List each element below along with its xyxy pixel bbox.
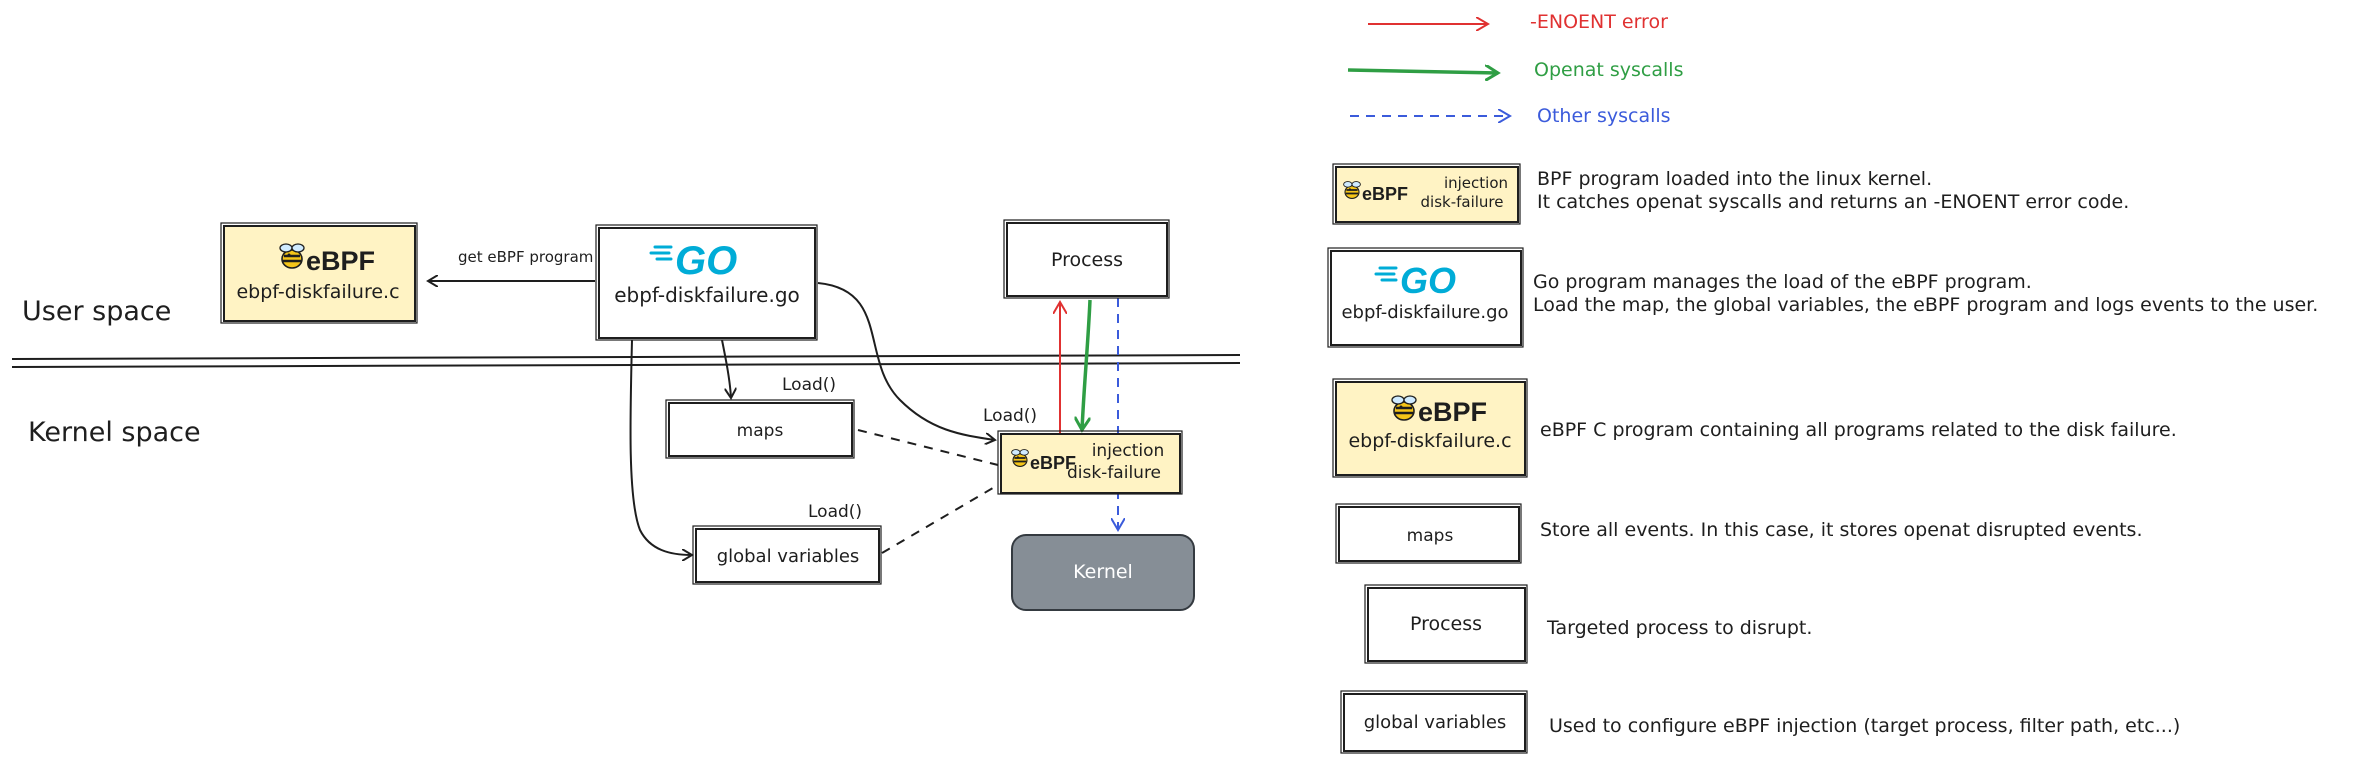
legend-arrow-openat — [1347, 70, 1498, 73]
legend-injection-line1: injection — [1444, 174, 1508, 192]
kernel-label: Kernel — [1073, 561, 1133, 583]
bee-icon — [1390, 394, 1418, 422]
edge-load-injection — [817, 282, 995, 440]
legend-maps-label: maps — [1407, 526, 1454, 546]
legend-process-label: Process — [1410, 613, 1482, 635]
legend-item-go: GO ebpf-diskfailure.go — [1327, 247, 1524, 348]
edge-load-maps — [721, 339, 731, 398]
node-process: Process — [1003, 219, 1170, 299]
maps-label: maps — [737, 421, 784, 441]
edge-label-load-maps: Load() — [782, 375, 836, 395]
ebpf-source-label: ebpf-diskfailure.c — [236, 281, 399, 303]
edge-load-globals — [629, 339, 692, 555]
legend-ebpf-logo: eBPF — [1418, 397, 1487, 427]
zone-separator-bottom — [11, 362, 1241, 368]
ebpf-logo: eBPF — [306, 246, 375, 276]
legend-item-process: Process — [1364, 584, 1528, 664]
user-space-label: User space — [22, 296, 171, 327]
go-program-label: ebpf-diskfailure.go — [614, 283, 800, 307]
legend-desc-go-1: Go program manages the load of the eBPF … — [1533, 271, 2032, 293]
legend-desc-ebpf-c: eBPF C program containing all programs r… — [1540, 419, 2177, 441]
legend-ebpf-label: ebpf-diskfailure.c — [1348, 430, 1511, 452]
edge-label-get-program: get eBPF program — [458, 248, 593, 266]
process-label: Process — [1051, 249, 1123, 271]
legend-label-other: Other syscalls — [1537, 105, 1671, 127]
global-variables-label: global variables — [717, 546, 860, 567]
edge-openat — [1082, 299, 1092, 430]
zone-separator-top — [11, 354, 1241, 360]
kernel-space-label: Kernel space — [28, 417, 201, 448]
legend-desc-global-variables: Used to configure eBPF injection (target… — [1549, 715, 2180, 737]
injection-label-line1: injection — [1092, 441, 1165, 461]
edge-globals-injection — [881, 484, 999, 554]
injection-label-line2: disk-failure — [1067, 463, 1161, 483]
legend-injection-line2: disk-failure — [1421, 193, 1504, 211]
legend-injection-logo: eBPF — [1362, 184, 1408, 204]
legend-desc-injection-2: It catches openat syscalls and returns a… — [1537, 191, 2129, 213]
bee-icon — [278, 242, 306, 270]
legend-desc-process: Targeted process to disrupt. — [1546, 617, 1812, 639]
node-go-program: GO ebpf-diskfailure.go — [595, 224, 818, 341]
node-injection: eBPF injection disk-failure — [997, 430, 1183, 495]
legend-desc-injection-1: BPF program loaded into the linux kernel… — [1537, 168, 1932, 190]
node-kernel: Kernel — [1011, 534, 1195, 611]
legend-item-ebpf-c: eBPF ebpf-diskfailure.c — [1332, 378, 1528, 478]
legend-item-global-variables: global variables — [1340, 690, 1528, 754]
edge-label-load-globals: Load() — [808, 502, 862, 522]
legend-global-variables-label: global variables — [1364, 712, 1507, 733]
legend-label-enoent: -ENOENT error — [1530, 11, 1668, 33]
legend-item-injection: eBPF injection disk-failure — [1332, 163, 1521, 225]
legend-label-openat: Openat syscalls — [1534, 59, 1683, 81]
legend-go-logo: GO — [1400, 260, 1456, 301]
node-global-variables: global variables — [692, 525, 882, 585]
legend-item-maps: maps — [1335, 503, 1522, 564]
node-ebpf-source: eBPF ebpf-diskfailure.c — [220, 222, 418, 324]
legend: -ENOENT error Openat syscalls Other sysc… — [1327, 11, 2318, 754]
bee-icon — [1010, 448, 1030, 468]
legend-desc-maps: Store all events. In this case, it store… — [1540, 519, 2143, 541]
injection-logo: eBPF — [1030, 453, 1076, 473]
go-logo: GO — [675, 239, 737, 283]
bee-icon — [1342, 180, 1362, 200]
node-maps: maps — [665, 399, 855, 459]
legend-desc-go-2: Load the map, the global variables, the … — [1533, 294, 2318, 316]
edge-maps-injection — [857, 429, 999, 466]
edge-label-load-injection: Load() — [983, 406, 1037, 426]
legend-go-label: ebpf-diskfailure.go — [1341, 302, 1508, 323]
